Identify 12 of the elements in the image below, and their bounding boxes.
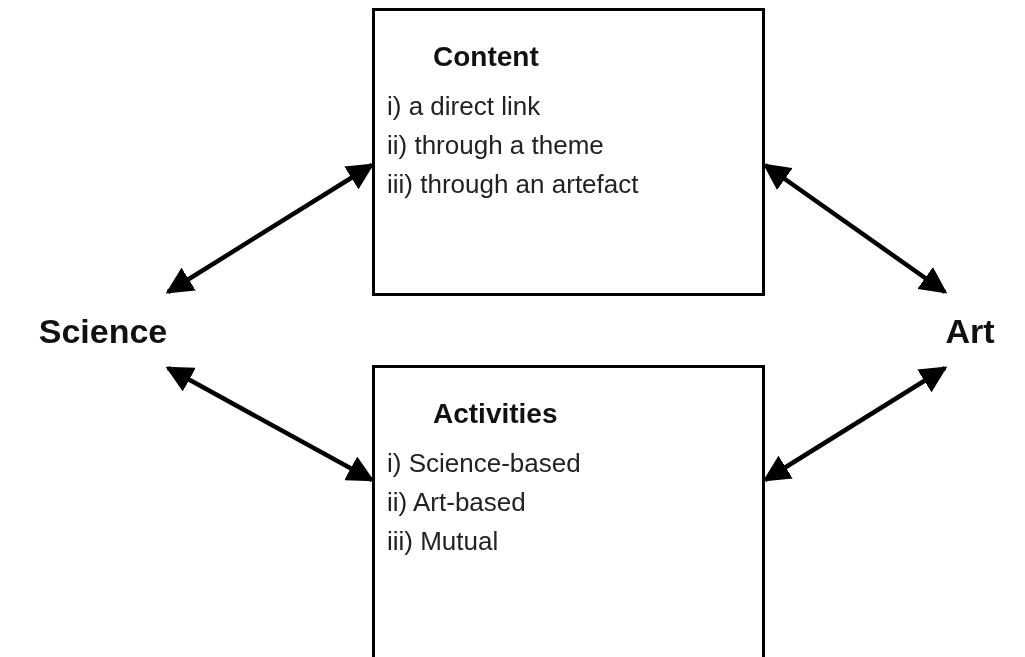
box-heading: Content (433, 41, 540, 73)
list-item: i) Science-based (387, 447, 582, 480)
content-box (372, 365, 765, 657)
list-item: ii) Art-based (387, 486, 527, 519)
list-item: ii) through a theme (387, 129, 605, 162)
concept-label: Art (945, 311, 995, 351)
list-item: iii) through an artefact (387, 168, 640, 201)
box-heading: Activities (433, 398, 559, 430)
concept-label: Science (38, 311, 168, 351)
content-box (372, 8, 765, 296)
list-item: i) a direct link (387, 90, 542, 123)
list-item: iii) Mutual (387, 525, 500, 558)
